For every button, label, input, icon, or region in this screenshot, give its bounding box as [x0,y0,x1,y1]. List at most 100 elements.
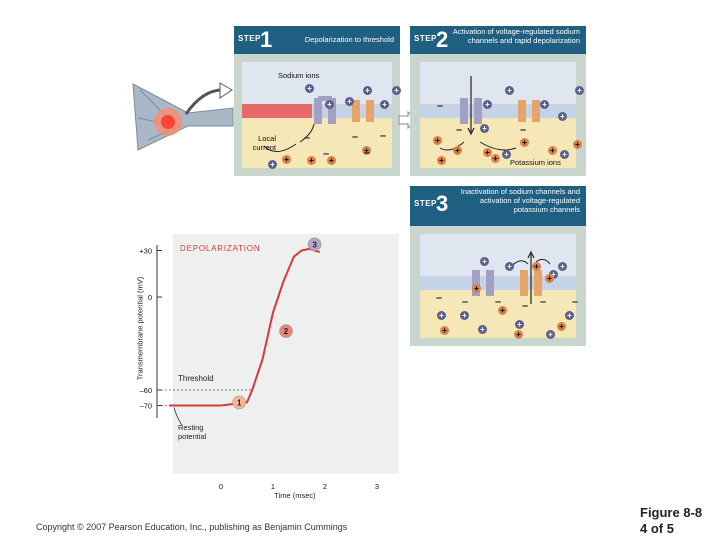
phase-marker [279,324,293,338]
figure-page: 4 of 5 [640,521,674,536]
step2-word: STEP [414,34,437,43]
step1-panel: Sodium ions Local current [234,54,400,176]
negative-charge-icon: – [522,300,529,312]
figure-label: Figure 8-8 4 of 5 [640,505,716,537]
sodium-ion-icon: + [483,100,492,109]
resting-potential-label: Resting potential [178,423,207,441]
y-tick-label: +30 [139,247,152,256]
potassium-ion-icon: + [483,148,492,157]
neuron-illustration [132,82,234,151]
sodium-ion-icon: + [305,84,314,93]
potassium-ion-icon: + [362,146,371,155]
potassium-ion-icon: + [453,146,462,155]
phase-marker-label: 1 [237,398,242,407]
figure-number: Figure 8-8 [640,505,703,520]
sodium-ion-icon: + [549,270,558,279]
sodium-ion-icon: + [502,150,511,159]
potassium-ion-icon: + [573,140,582,149]
potassium-ion-icon: + [433,136,442,145]
potassium-ions-label: Potassium ions [510,158,561,167]
negative-charge-icon: – [436,292,443,304]
potassium-ion-icon: + [307,156,316,165]
sodium-ion-icon: + [268,160,277,169]
sodium-ion-icon: + [345,97,354,106]
step2-number: 2 [436,27,449,52]
potassium-ion-icon: + [548,146,557,155]
step1-membrane [242,62,392,168]
y-tick-label: 0 [148,293,152,302]
sodium-ion-icon: + [325,100,334,109]
x-tick-label: 1 [271,482,275,491]
negative-charge-icon: – [304,132,311,144]
step3-header: STEP 3 Inactivation of sodium channels a… [410,186,586,226]
step1-word: STEP [238,34,261,43]
y-tick-label: –60 [139,386,152,395]
step2-panel: Potassium ions [410,54,586,176]
x-axis-title: Time (msec) [274,491,316,500]
potassium-ion-icon: + [532,262,541,271]
potassium-ion-icon: + [498,306,507,315]
sodium-ion-icon: + [546,330,555,339]
negative-charge-icon: – [540,296,547,308]
sodium-ion-icon: + [505,262,514,271]
sodium-ion-icon: + [575,86,584,95]
sodium-ion-icon: + [480,257,489,266]
potassium-ion-icon: + [514,330,523,339]
potassium-ion-icon: + [545,274,554,283]
negative-charge-icon: – [323,148,330,160]
sodium-ion-icon: + [558,262,567,271]
sodium-ions-label: Sodium ions [278,71,320,80]
negative-charge-icon: – [437,100,444,112]
y-tick-label: –70 [139,402,152,411]
negative-charge-icon: – [495,296,502,308]
potassium-ion-icon: + [520,138,529,147]
phase-marker [307,237,322,252]
step1-header: STEP 1 Depolarization to threshold [234,26,400,54]
sodium-ion-icon: + [505,86,514,95]
potassium-ion-icon: + [557,322,566,331]
copyright-text: Copyright © 2007 Pearson Education, Inc.… [36,522,348,532]
sodium-ion-icon: + [565,311,574,320]
sodium-ion-icon: + [558,112,567,121]
negative-charge-icon: – [462,296,469,308]
step2-description: Activation of voltage-regulated sodium c… [452,27,580,45]
sodium-ion-icon: + [478,325,487,334]
sodium-ion-icon: + [540,100,549,109]
step1-number: 1 [260,27,273,52]
phase-marker-label: 3 [312,240,317,249]
phase-marker-label: 2 [284,327,289,336]
negative-charge-icon: – [364,147,371,159]
potassium-ion-icon: + [437,156,446,165]
step3-number: 3 [436,191,449,216]
negative-charge-icon: – [380,130,387,142]
potassium-ion-icon: + [282,155,291,164]
depolarization-label: DEPOLARIZATION [180,244,261,253]
potassium-ion-icon: + [472,284,481,293]
x-tick-label: 0 [219,482,223,491]
sodium-ion-icon: + [363,86,372,95]
sodium-ion-icon: + [437,311,446,320]
sodium-ion-icon: + [392,86,401,95]
negative-charge-icon: – [352,131,359,143]
negative-charge-icon: – [456,124,463,136]
step3-word: STEP [414,199,437,208]
sodium-ion-icon: + [460,311,469,320]
sodium-ion-icon: + [480,124,489,133]
x-tick-label: 3 [375,482,379,491]
step2-header: STEP 2 Activation of voltage-regulated s… [410,26,586,54]
negative-charge-icon: – [572,296,579,308]
step1-description: Depolarization to threshold [304,35,394,44]
sodium-ion-icon: + [380,100,389,109]
sodium-ion-icon: + [515,320,524,329]
x-tick-label: 2 [323,482,327,491]
sodium-ion-icon: + [560,150,569,159]
potassium-ion-icon: + [440,326,449,335]
resting-pointer [173,407,183,426]
y-axis-title: Transmembrane potential (mV) [135,276,145,381]
local-current-label: Local current [252,134,276,152]
threshold-label: Threshold [178,374,214,383]
potassium-ion-icon: + [327,156,336,165]
potassium-ion-icon: + [491,154,500,163]
step3-description: Inactivation of sodium channels and acti… [460,187,580,214]
